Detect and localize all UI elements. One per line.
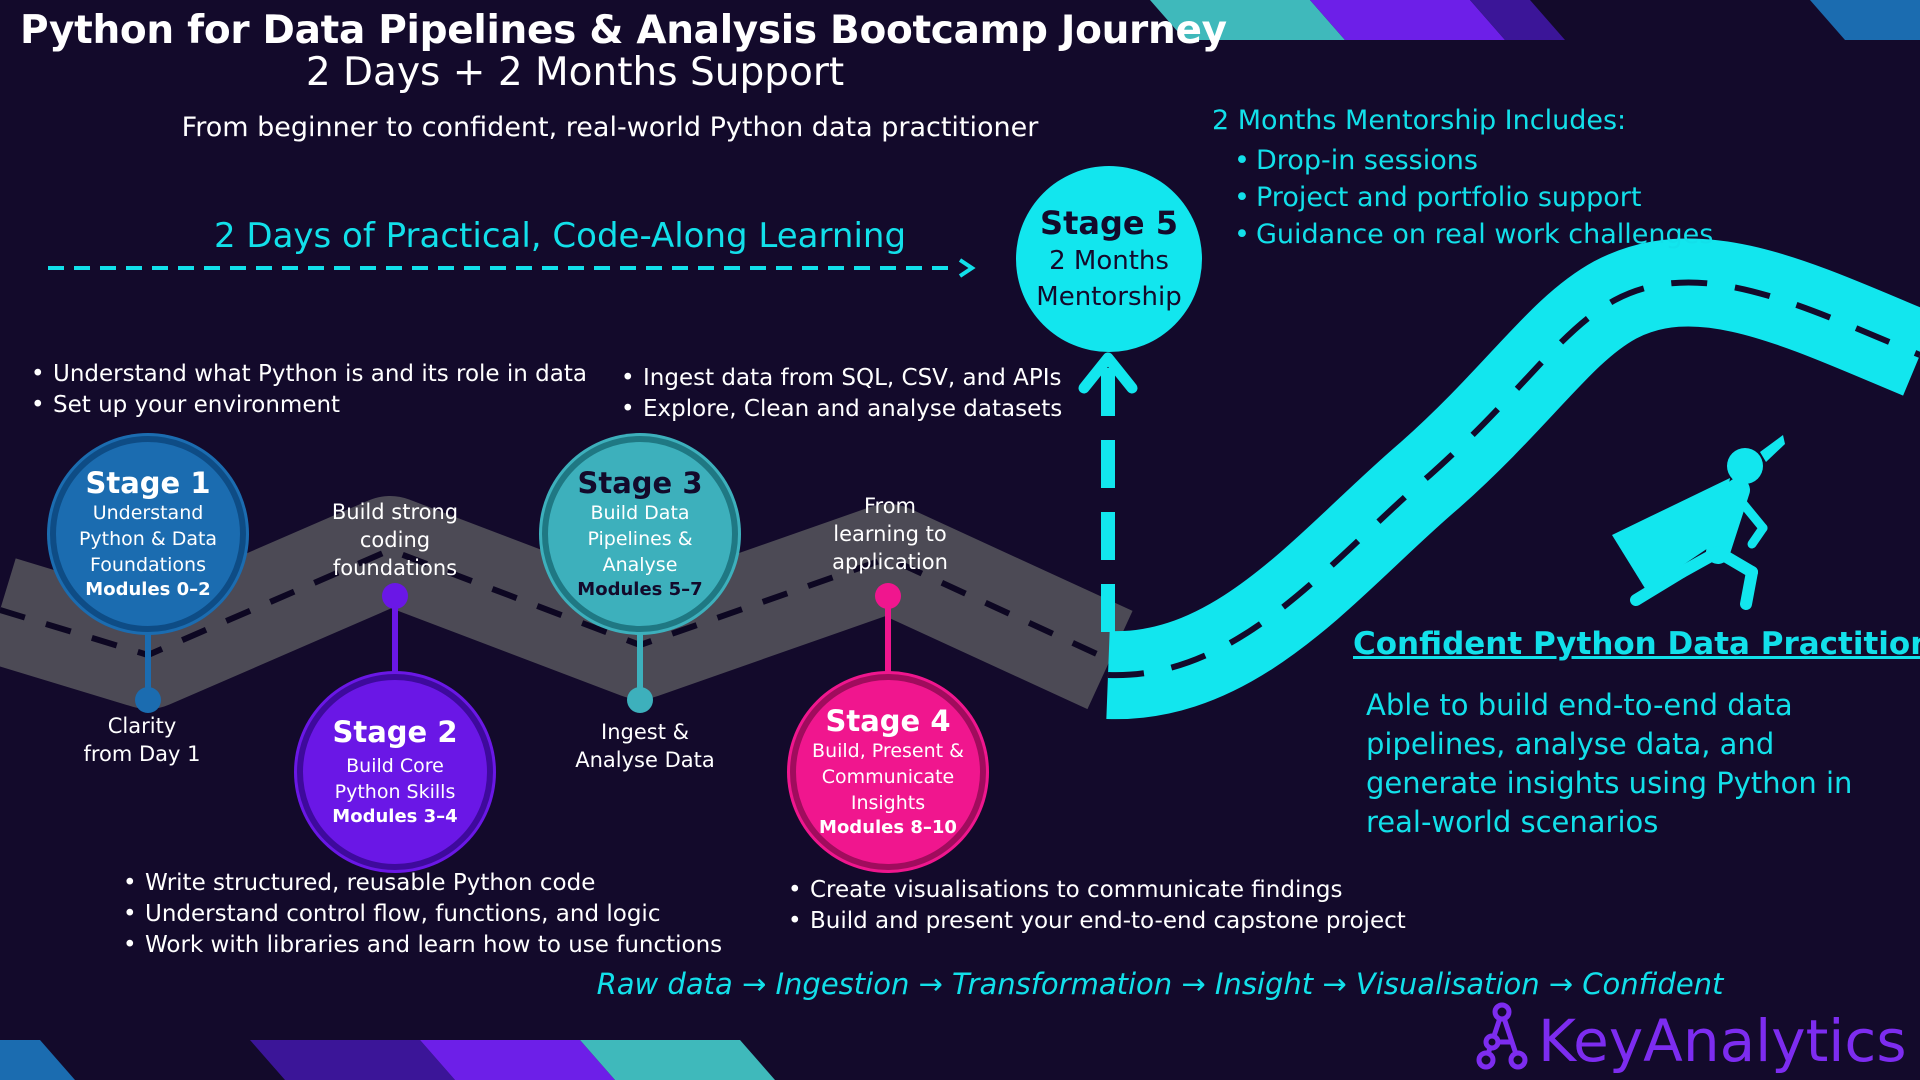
up-arrow-head [1078, 352, 1138, 394]
practical-learning-label: 2 Days of Practical, Code-Along Learning [213, 216, 907, 256]
tagline: From beginner to confident, real-world P… [181, 112, 1039, 143]
bullet-item: Create visualisations to communicate fin… [786, 875, 1406, 906]
stage-desc-line: Build Data [590, 502, 690, 524]
cyan-road-dashes [1107, 279, 1920, 679]
label-line: foundations [332, 556, 458, 580]
stage3-road-label: Ingest & Analyse Data [560, 718, 730, 774]
grey-road-dashes [0, 546, 1112, 663]
stage-title: Stage 4 [825, 704, 951, 738]
practical-arrow-head [958, 258, 976, 278]
stage-desc-line: Python Skills [334, 781, 456, 803]
caped-superhero-icon [1612, 435, 1785, 610]
bullet-item: Understand what Python is and its role i… [29, 359, 587, 390]
mentorship-list: Drop-in sessions Project and portfolio s… [1232, 142, 1713, 253]
outcome-title: Confident Python Data Practitioner [1353, 626, 1920, 662]
bullet-item: Ingest data from SQL, CSV, and APIs [619, 363, 1062, 394]
stage5-circle: Stage 5 2 Months Mentorship [1016, 166, 1202, 352]
stage-desc-line: Analyse [602, 554, 678, 576]
mentorship-item: Project and portfolio support [1232, 179, 1713, 216]
page-subtitle: 2 Days + 2 Months Support [305, 50, 845, 95]
data-flow-line: Raw data → Ingestion → Transformation → … [596, 967, 1724, 1001]
label-line: Build strong [331, 500, 459, 524]
stage4-pin [875, 583, 901, 609]
stage1-road-label: Clarity from Day 1 [62, 712, 222, 768]
outcome-description: Able to build end-to-end data pipelines,… [1366, 688, 1853, 839]
stage-desc-line: Communicate [821, 766, 955, 788]
stage-title: Stage 2 [332, 715, 458, 749]
stage2-road-label: Build strong coding foundations [310, 498, 480, 582]
label-line: application [832, 550, 948, 574]
corner-stripes-top [1150, 0, 1920, 40]
stage2-circle: Stage 2 Build Core Python Skills Modules… [297, 674, 493, 870]
bullet-item: Write structured, reusable Python code [121, 868, 722, 899]
stage1-pin [135, 687, 161, 713]
stage-desc-line: Understand [92, 502, 204, 524]
label-line: from Day 1 [83, 742, 201, 766]
stage1-circle: Stage 1 Understand Python & Data Foundat… [50, 436, 246, 632]
stage-title: Stage 3 [577, 466, 703, 500]
stage4-bullets: Create visualisations to communicate fin… [786, 875, 1406, 937]
stage-desc-line: Mentorship [1036, 282, 1182, 312]
stage-modules: Modules 3–4 [332, 806, 458, 827]
label-line: From [863, 494, 917, 518]
stage-desc-line: Foundations [90, 554, 206, 576]
stage4-circle: Stage 4 Build, Present & Communicate Ins… [790, 674, 986, 870]
bullet-item: Understand control flow, functions, and … [121, 899, 722, 930]
stage-desc-line: 2 Months [1049, 246, 1169, 276]
stage3-bullets: Ingest data from SQL, CSV, and APIs Expl… [619, 363, 1062, 425]
label-line: Clarity [107, 714, 177, 738]
bullet-item: Work with libraries and learn how to use… [121, 930, 722, 961]
stage4-road-label: From learning to application [805, 492, 975, 576]
stage-title: Stage 1 [85, 466, 211, 500]
page-title: Python for Data Pipelines & Analysis Boo… [20, 8, 1227, 53]
cyan-road [1106, 238, 1920, 720]
stage3-pin [627, 687, 653, 713]
stage-title: Stage 5 [1040, 204, 1178, 242]
stage-desc-line: Build, Present & [812, 740, 964, 762]
stage-modules: Modules 5–7 [577, 579, 703, 600]
stage-desc-line: Build Core [346, 755, 444, 777]
label-line: learning to [833, 522, 947, 546]
stage-desc-line: Python & Data [78, 528, 218, 550]
bullet-item: Explore, Clean and analyse datasets [619, 394, 1062, 425]
label-line: Ingest & [601, 720, 689, 744]
corner-stripes-bottom [0, 1040, 775, 1080]
label-line: Analyse Data [575, 748, 715, 772]
mentorship-item: Drop-in sessions [1232, 142, 1713, 179]
mentorship-item: Guidance on real work challenges [1232, 216, 1713, 253]
stage2-bullets: Write structured, reusable Python code U… [121, 868, 722, 961]
stage-modules: Modules 0–2 [85, 579, 211, 600]
stage3-circle: Stage 3 Build Data Pipelines & Analyse M… [542, 436, 738, 632]
bullet-item: Set up your environment [29, 390, 587, 421]
brand-name: KeyAnalytics [1538, 1007, 1907, 1075]
stage2-pin [382, 583, 408, 609]
stage-desc-line: Insights [850, 792, 926, 814]
label-line: coding [359, 528, 431, 552]
stage1-bullets: Understand what Python is and its role i… [29, 359, 587, 421]
network-a-logo-icon [1476, 1002, 1528, 1070]
stage-modules: Modules 8–10 [819, 817, 957, 838]
bullet-item: Build and present your end-to-end capsto… [786, 906, 1406, 937]
stage-desc-line: Pipelines & [587, 528, 693, 550]
mentorship-heading: 2 Months Mentorship Includes: [1212, 105, 1627, 136]
